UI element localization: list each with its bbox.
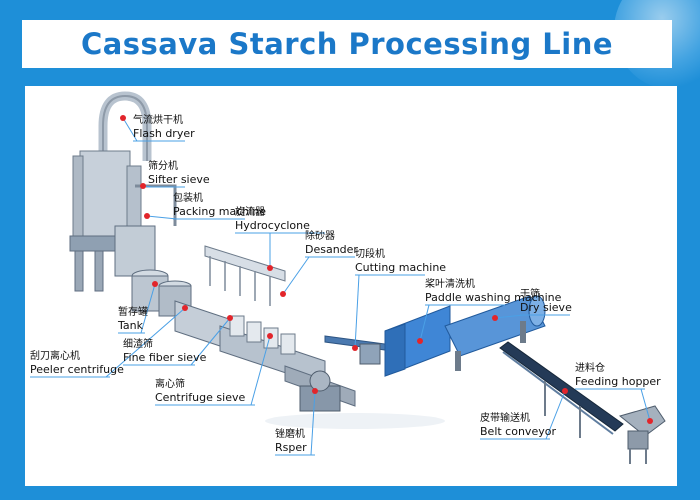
label-en-flash-dryer: Flash dryer — [133, 127, 195, 140]
label-cn-dry-sieve: 干筛 — [520, 289, 540, 300]
label-cn-peeler-centrifuge: 刮刀离心机 — [30, 351, 80, 362]
leader-dry-sieve — [494, 314, 525, 319]
label-cn-belt-conveyor: 皮带输送机 — [480, 413, 530, 424]
label-en-desander: Desander — [305, 243, 358, 256]
leader-belt-conveyor — [545, 390, 566, 440]
marker-tank — [152, 281, 158, 287]
hydrocyclone-rack — [204, 245, 286, 282]
label-en-sifter-sieve: Sifter sieve — [148, 173, 210, 186]
machine-illustrations — [69, 91, 666, 464]
leader-peeler-centrifuge — [105, 307, 186, 378]
marker-desander — [280, 291, 286, 297]
marker-rsper — [312, 388, 318, 394]
leader-feeding-hopper — [640, 388, 651, 422]
label-en-packing-machine: Packing machine — [173, 205, 267, 218]
label-en-dry-sieve: Dry sieve — [520, 301, 572, 314]
label-en-feeding-hopper: Feeding hopper — [575, 375, 661, 388]
label-cn-desander: 除砂器 — [305, 231, 335, 242]
marker-sifter-sieve — [140, 183, 146, 189]
label-cn-centrifuge-sieve: 离心筛 — [155, 379, 185, 390]
marker-flash-dryer — [120, 115, 126, 121]
leader-flash-dryer — [122, 117, 138, 142]
label-cn-sifter-sieve: 筛分机 — [148, 161, 178, 172]
marker-belt-conveyor — [562, 388, 568, 394]
marker-paddle-washing-machine — [417, 338, 423, 344]
label-cn-packing-machine: 包装机 — [173, 193, 203, 204]
label-en-hydrocyclone: Hydrocyclone — [235, 219, 310, 232]
leader-rsper — [310, 390, 316, 456]
label-markers — [120, 115, 653, 424]
leader-packing-machine — [146, 215, 178, 220]
label-cn-flash-dryer: 气流烘干机 — [133, 115, 183, 126]
marker-packing-machine — [144, 213, 150, 219]
marker-centrifuge-sieve — [267, 333, 273, 339]
leader-fine-fiber-sieve — [190, 317, 231, 366]
title-banner: Cassava Starch Processing Line — [22, 20, 672, 68]
label-leader-lines — [30, 117, 651, 456]
label-cn-fine-fiber-sieve: 细渣筛 — [123, 339, 153, 350]
marker-feeding-hopper — [647, 418, 653, 424]
label-en-belt-conveyor: Belt conveyor — [480, 425, 556, 438]
label-cn-cutting-machine: 切段机 — [355, 249, 385, 260]
leader-tank — [140, 283, 156, 334]
label-en-cutting-machine: Cutting machine — [355, 261, 447, 274]
leader-desander — [282, 256, 310, 295]
label-cn-tank: 暂存罐 — [118, 307, 148, 318]
leader-paddle-washing-machine — [419, 304, 430, 342]
label-en-fine-fiber-sieve: Fine fiber sieve — [123, 351, 207, 364]
belt-conveyor-frame — [499, 341, 624, 432]
marker-peeler-centrifuge — [182, 305, 188, 311]
feeding-hopper-body — [618, 405, 666, 437]
label-en-centrifuge-sieve: Centrifuge sieve — [155, 391, 246, 404]
marker-dry-sieve — [492, 315, 498, 321]
marker-cutting-machine — [352, 345, 358, 351]
marker-fine-fiber-sieve — [227, 315, 233, 321]
page-title: Cassava Starch Processing Line — [80, 27, 614, 61]
leader-cutting-machine — [354, 274, 360, 349]
leader-centrifuge-sieve — [250, 335, 271, 406]
processing-line-diagram — [30, 91, 666, 464]
label-cn-hydrocyclone: 旋流器 — [235, 207, 265, 218]
label-en-peeler-centrifuge: Peeler centrifuge — [30, 363, 124, 376]
dry-sieve-drum — [444, 295, 546, 357]
label-en-paddle-washing-machine: Paddle washing machine — [425, 291, 562, 304]
label-en-rsper: Rsper — [275, 441, 307, 454]
label-en-tank: Tank — [118, 319, 143, 332]
label-cn-paddle-washing-machine: 桨叶清洗机 — [425, 279, 475, 290]
marker-hydrocyclone — [267, 265, 273, 271]
label-cn-feeding-hopper: 进料仓 — [575, 363, 605, 374]
label-cn-rsper: 锉磨机 — [275, 429, 305, 440]
